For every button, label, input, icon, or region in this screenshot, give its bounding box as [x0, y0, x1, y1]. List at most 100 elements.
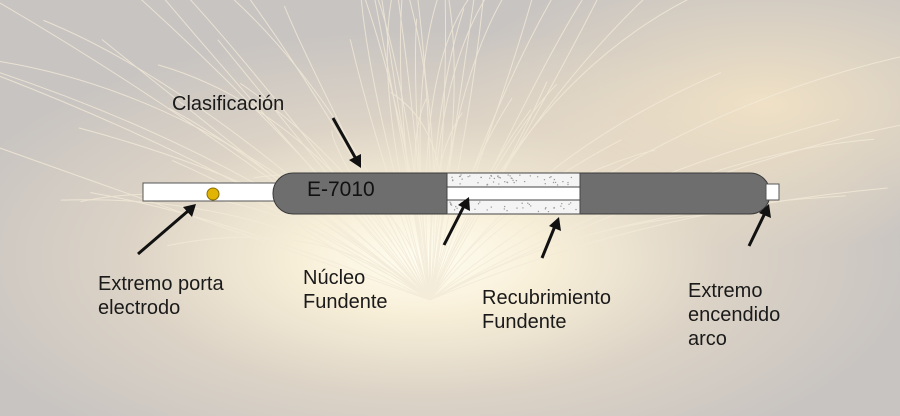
spark-line — [429, 0, 583, 301]
electrode-classification-code: E-7010 — [307, 178, 375, 201]
spark-line — [429, 8, 465, 301]
label-clasificacion: Clasificación — [172, 93, 285, 115]
spark-line — [429, 0, 688, 301]
stipple-dot — [489, 177, 491, 179]
stipple-dot — [536, 176, 539, 178]
label-extremo-porta-electrodo: Extremo porta electrodo — [98, 272, 224, 320]
stipple-dot — [498, 176, 500, 179]
spark-line — [233, 0, 431, 301]
spark-line — [429, 0, 455, 301]
stipple-dot — [521, 202, 523, 204]
spark-line — [249, 0, 431, 301]
stipple-dot — [498, 183, 500, 185]
stipple-dot — [455, 205, 457, 208]
spark-line — [360, 0, 431, 301]
spark-line — [141, 0, 431, 301]
spark-line — [164, 0, 431, 301]
stipple-dot — [567, 183, 569, 186]
stipple-dot — [515, 179, 518, 182]
label-line: electrodo — [98, 297, 181, 319]
stipple-dot — [477, 182, 479, 184]
stipple-dot — [506, 209, 508, 212]
stipple-dot — [567, 181, 569, 184]
label-line: Recubrimiento — [482, 287, 611, 309]
stipple-dot — [519, 174, 521, 176]
stipple-dot — [504, 181, 506, 183]
arrow-nucleo — [442, 197, 470, 246]
stipple-dot — [456, 207, 458, 210]
stipple-dot — [499, 177, 501, 179]
stipple-dot — [507, 174, 509, 176]
stipple-dot — [543, 178, 546, 181]
stipple-dot — [469, 175, 471, 177]
stipple-dot — [460, 174, 462, 176]
stipple-dot — [490, 206, 492, 208]
stipple-dot — [527, 202, 529, 204]
stipple-dot — [493, 177, 496, 180]
cutaway-coating-bottom — [446, 199, 581, 215]
spark-line — [390, 92, 443, 301]
spark-line — [429, 0, 533, 301]
stipple-dot — [561, 202, 563, 205]
spark-line — [429, 187, 888, 301]
spark-line — [399, 0, 431, 301]
stipple-dot — [528, 203, 531, 206]
spark-line — [429, 0, 644, 301]
stipple-dot — [549, 176, 551, 179]
label-line: Fundente — [303, 291, 388, 313]
stipple-dot — [569, 202, 572, 204]
stipple-dot — [479, 201, 481, 203]
spark-line — [189, 0, 431, 301]
stipple-dot — [503, 208, 506, 210]
stipple-dot — [477, 203, 480, 205]
stipple-dot — [568, 203, 570, 205]
label-line: Núcleo — [303, 267, 366, 289]
spark-line — [429, 72, 722, 301]
arrow-recubrimiento — [540, 217, 561, 259]
stipple-dot — [537, 210, 540, 213]
stipple-dot — [523, 180, 526, 183]
stipple-dot — [453, 209, 456, 211]
spark-line — [377, 0, 431, 301]
stipple-dot — [509, 175, 511, 177]
stipple-dot — [449, 201, 451, 203]
spark-line — [425, 0, 469, 301]
label-recubrimiento-fundente: Recubrimiento Fundente — [482, 286, 611, 334]
label-nucleo-fundente: Núcleo Fundente — [303, 266, 388, 314]
spark-line — [429, 56, 900, 301]
stipple-dot — [513, 181, 515, 184]
arrow-clasificacion — [331, 117, 361, 168]
stipple-dot — [570, 176, 573, 179]
stipple-dot — [553, 206, 555, 209]
arrow-porta-electrodo — [137, 204, 196, 256]
stipple-dot — [554, 181, 557, 184]
label-line: Extremo porta — [98, 273, 224, 295]
spark-line — [0, 147, 431, 301]
spark-line — [429, 0, 503, 301]
spark-line — [0, 72, 431, 301]
stipple-dot — [530, 205, 532, 207]
arrow-arco — [747, 204, 771, 247]
stipple-dot — [522, 207, 524, 209]
stipple-dot — [467, 175, 469, 178]
spark-line — [386, 0, 431, 301]
spark-line — [429, 0, 486, 301]
spark-line — [364, 0, 431, 301]
stipple-dot — [550, 176, 552, 178]
stipple-dot — [544, 182, 546, 185]
stipple-dot — [480, 176, 483, 179]
label-extremo-encendido-arco: Extremo encendido arco — [688, 279, 780, 351]
stipple-dot — [450, 203, 452, 206]
stipple-dot — [452, 179, 454, 182]
label-line: encendido — [688, 304, 781, 326]
spark-line — [0, 75, 431, 301]
stipple-dot — [545, 207, 547, 209]
stipple-dot — [458, 175, 461, 178]
stipple-dot — [516, 207, 518, 209]
stipple-dot — [503, 205, 506, 208]
stipple-dot — [575, 208, 577, 211]
grip-dot — [206, 187, 220, 201]
spark-line — [409, 0, 435, 301]
stipple-dot — [560, 205, 562, 207]
stipple-dot — [492, 181, 495, 183]
